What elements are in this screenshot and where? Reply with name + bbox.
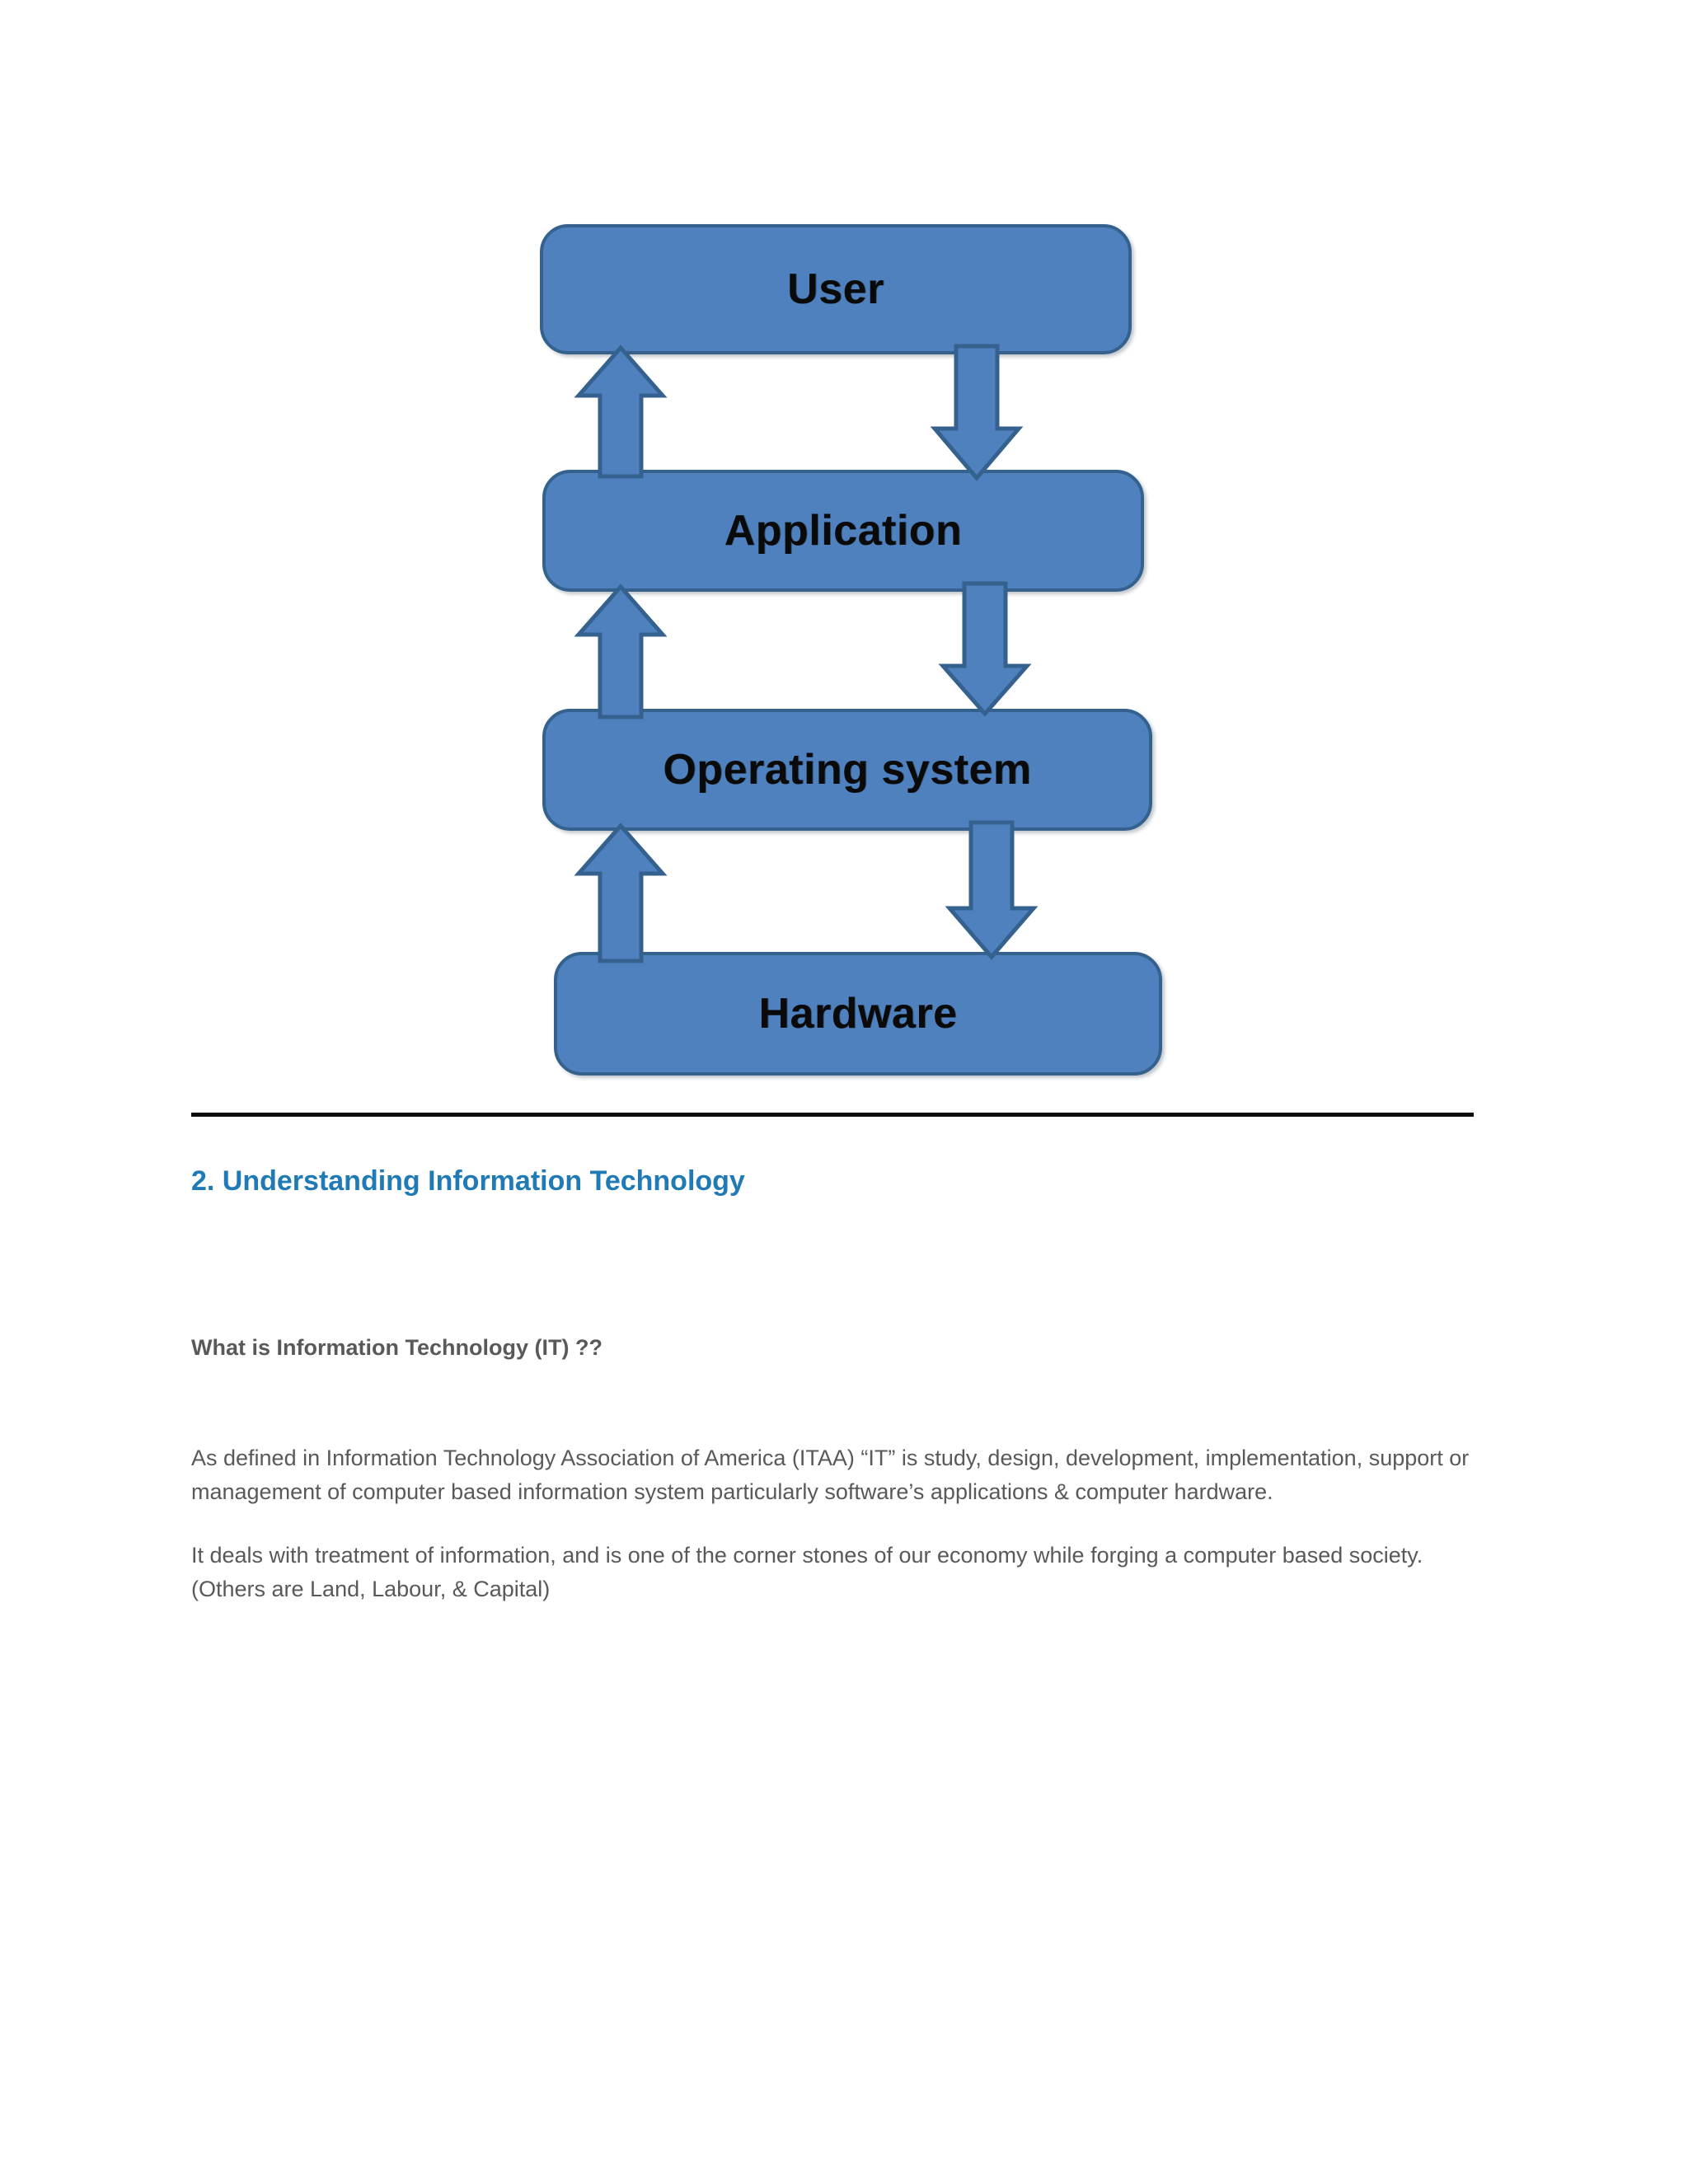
paragraph-corner-stones: It deals with treatment of information, … (191, 1542, 1423, 1601)
arrow-down-user-to-application (930, 344, 1024, 481)
section-heading: 2. Understanding Information Technology (191, 1165, 745, 1197)
paragraph-itaa-definition: As defined in Information Technology Ass… (191, 1445, 1470, 1504)
layer-label-user: User (787, 265, 884, 313)
document-body: 2. Understanding Information Technology … (191, 1113, 1474, 1606)
sub-heading-what-is-it: What is Information Technology (IT) ?? (191, 1334, 603, 1360)
layer-label-application: Application (724, 507, 963, 555)
layer-label-hardware: Hardware (758, 990, 958, 1038)
layer-box-user: User (540, 224, 1132, 354)
layer-box-hardware: Hardware (554, 952, 1162, 1076)
arrow-down-application-to-operating-system (938, 581, 1032, 717)
arrow-up-hardware-to-operating-system (574, 823, 668, 963)
layer-box-operating-system: Operating system (542, 709, 1152, 831)
layer-label-operating-system: Operating system (663, 746, 1032, 794)
section-divider (191, 1113, 1474, 1117)
arrow-up-application-to-user (574, 344, 668, 480)
arrow-up-operating-system-to-application (574, 583, 668, 719)
computer-system-layers-diagram: User Application Operating system Hardwa… (495, 190, 1203, 1088)
layer-box-application: Application (542, 470, 1144, 592)
arrow-down-operating-system-to-hardware (945, 820, 1039, 961)
